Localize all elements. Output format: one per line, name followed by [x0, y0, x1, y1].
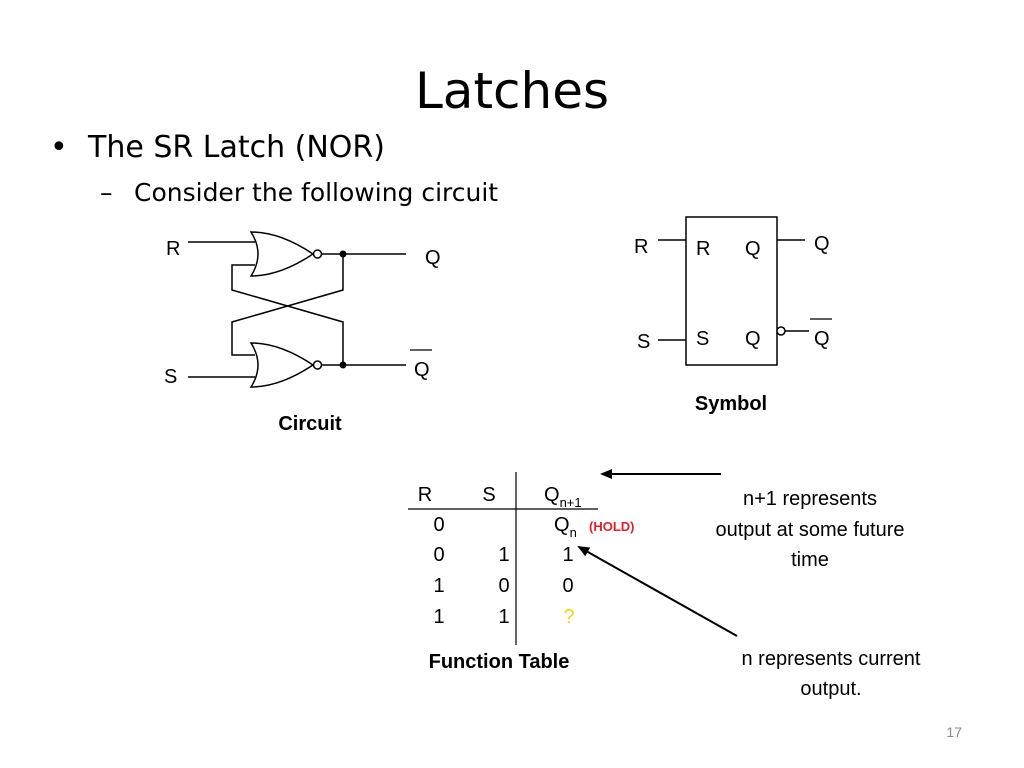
- row1-r: 0: [433, 514, 444, 536]
- symbol-inner-q-bottom: Q: [745, 328, 761, 350]
- bullet-text: The SR Latch (NOR): [88, 130, 385, 165]
- nor-bubble-top: [312, 249, 323, 259]
- symbol-out-qbar: Q: [814, 328, 830, 350]
- row3-r: 1: [433, 575, 444, 597]
- table-header-q-sub: n+1: [560, 495, 582, 510]
- row2-q: 1: [562, 544, 573, 566]
- symbol-inner-q-top: Q: [745, 238, 761, 260]
- row4-s: 1: [498, 606, 509, 628]
- row1-q: Qn: [554, 514, 577, 540]
- circuit-caption: Circuit: [278, 413, 342, 435]
- row3-s: 0: [498, 575, 509, 597]
- sub-bullet-text: Consider the following circuit: [134, 178, 499, 207]
- circuit-label-q: Q: [425, 247, 441, 269]
- symbol-caption: Symbol: [695, 393, 767, 415]
- symbol-inner-r: R: [696, 238, 710, 260]
- note-future-line3: time: [791, 549, 829, 571]
- circuit-label-s: S: [164, 366, 177, 388]
- note-future-line1: n+1 represents: [743, 488, 877, 510]
- circuit-label-qbar: Q: [414, 359, 430, 381]
- symbol-outer-r: R: [634, 236, 648, 258]
- note-current-line1: n represents current: [742, 648, 921, 670]
- nor-bubble-bottom: [312, 360, 323, 370]
- sub-bullet-dash: –: [100, 178, 113, 207]
- sub-bullet-consider: –Consider the following circuit: [100, 178, 498, 207]
- table-header-r: R: [418, 484, 432, 506]
- sr-latch-symbol: [658, 216, 809, 366]
- slide-title: Latches: [414, 62, 610, 120]
- table-header-s: S: [482, 484, 495, 506]
- arrow-to-qn: [577, 546, 738, 637]
- row2-r: 0: [433, 544, 444, 566]
- symbol-out-q: Q: [814, 233, 830, 255]
- symbol-inner-s: S: [696, 328, 709, 350]
- sr-latch-circuit: [188, 231, 406, 388]
- page-number: 17: [946, 724, 962, 740]
- bullet-dot: •: [50, 130, 68, 165]
- junction-dot-q: [339, 250, 347, 258]
- nor-gate-bottom: [249, 342, 315, 388]
- bullet-sr-latch: • The SR Latch (NOR): [50, 130, 385, 165]
- nor-gate-top: [249, 231, 315, 277]
- symbol-outer-s: S: [637, 331, 650, 353]
- wire-feedback-qbar-to-top: [231, 264, 344, 365]
- table-header-q: Qn+1: [544, 484, 582, 510]
- note-future-line2: output at some future: [715, 519, 904, 541]
- row4-r: 1: [433, 606, 444, 628]
- circuit-label-r: R: [166, 238, 180, 260]
- symbol-bubble-qbar: [776, 326, 786, 336]
- hold-note: (HOLD): [589, 519, 635, 534]
- row2-s: 1: [498, 544, 509, 566]
- wire-feedback-q-to-bottom: [231, 254, 344, 356]
- note-current-line2: output.: [800, 678, 861, 700]
- row4-q-unknown: ?: [563, 606, 574, 628]
- function-table-caption: Function Table: [429, 651, 570, 673]
- function-table: R S Qn+1 0 Qn (HOLD) 0 1 1 1 0 0 1 1 ? F…: [408, 472, 635, 673]
- symbol-box: [685, 216, 778, 366]
- row3-q: 0: [562, 575, 573, 597]
- junction-dot-qbar: [339, 361, 347, 369]
